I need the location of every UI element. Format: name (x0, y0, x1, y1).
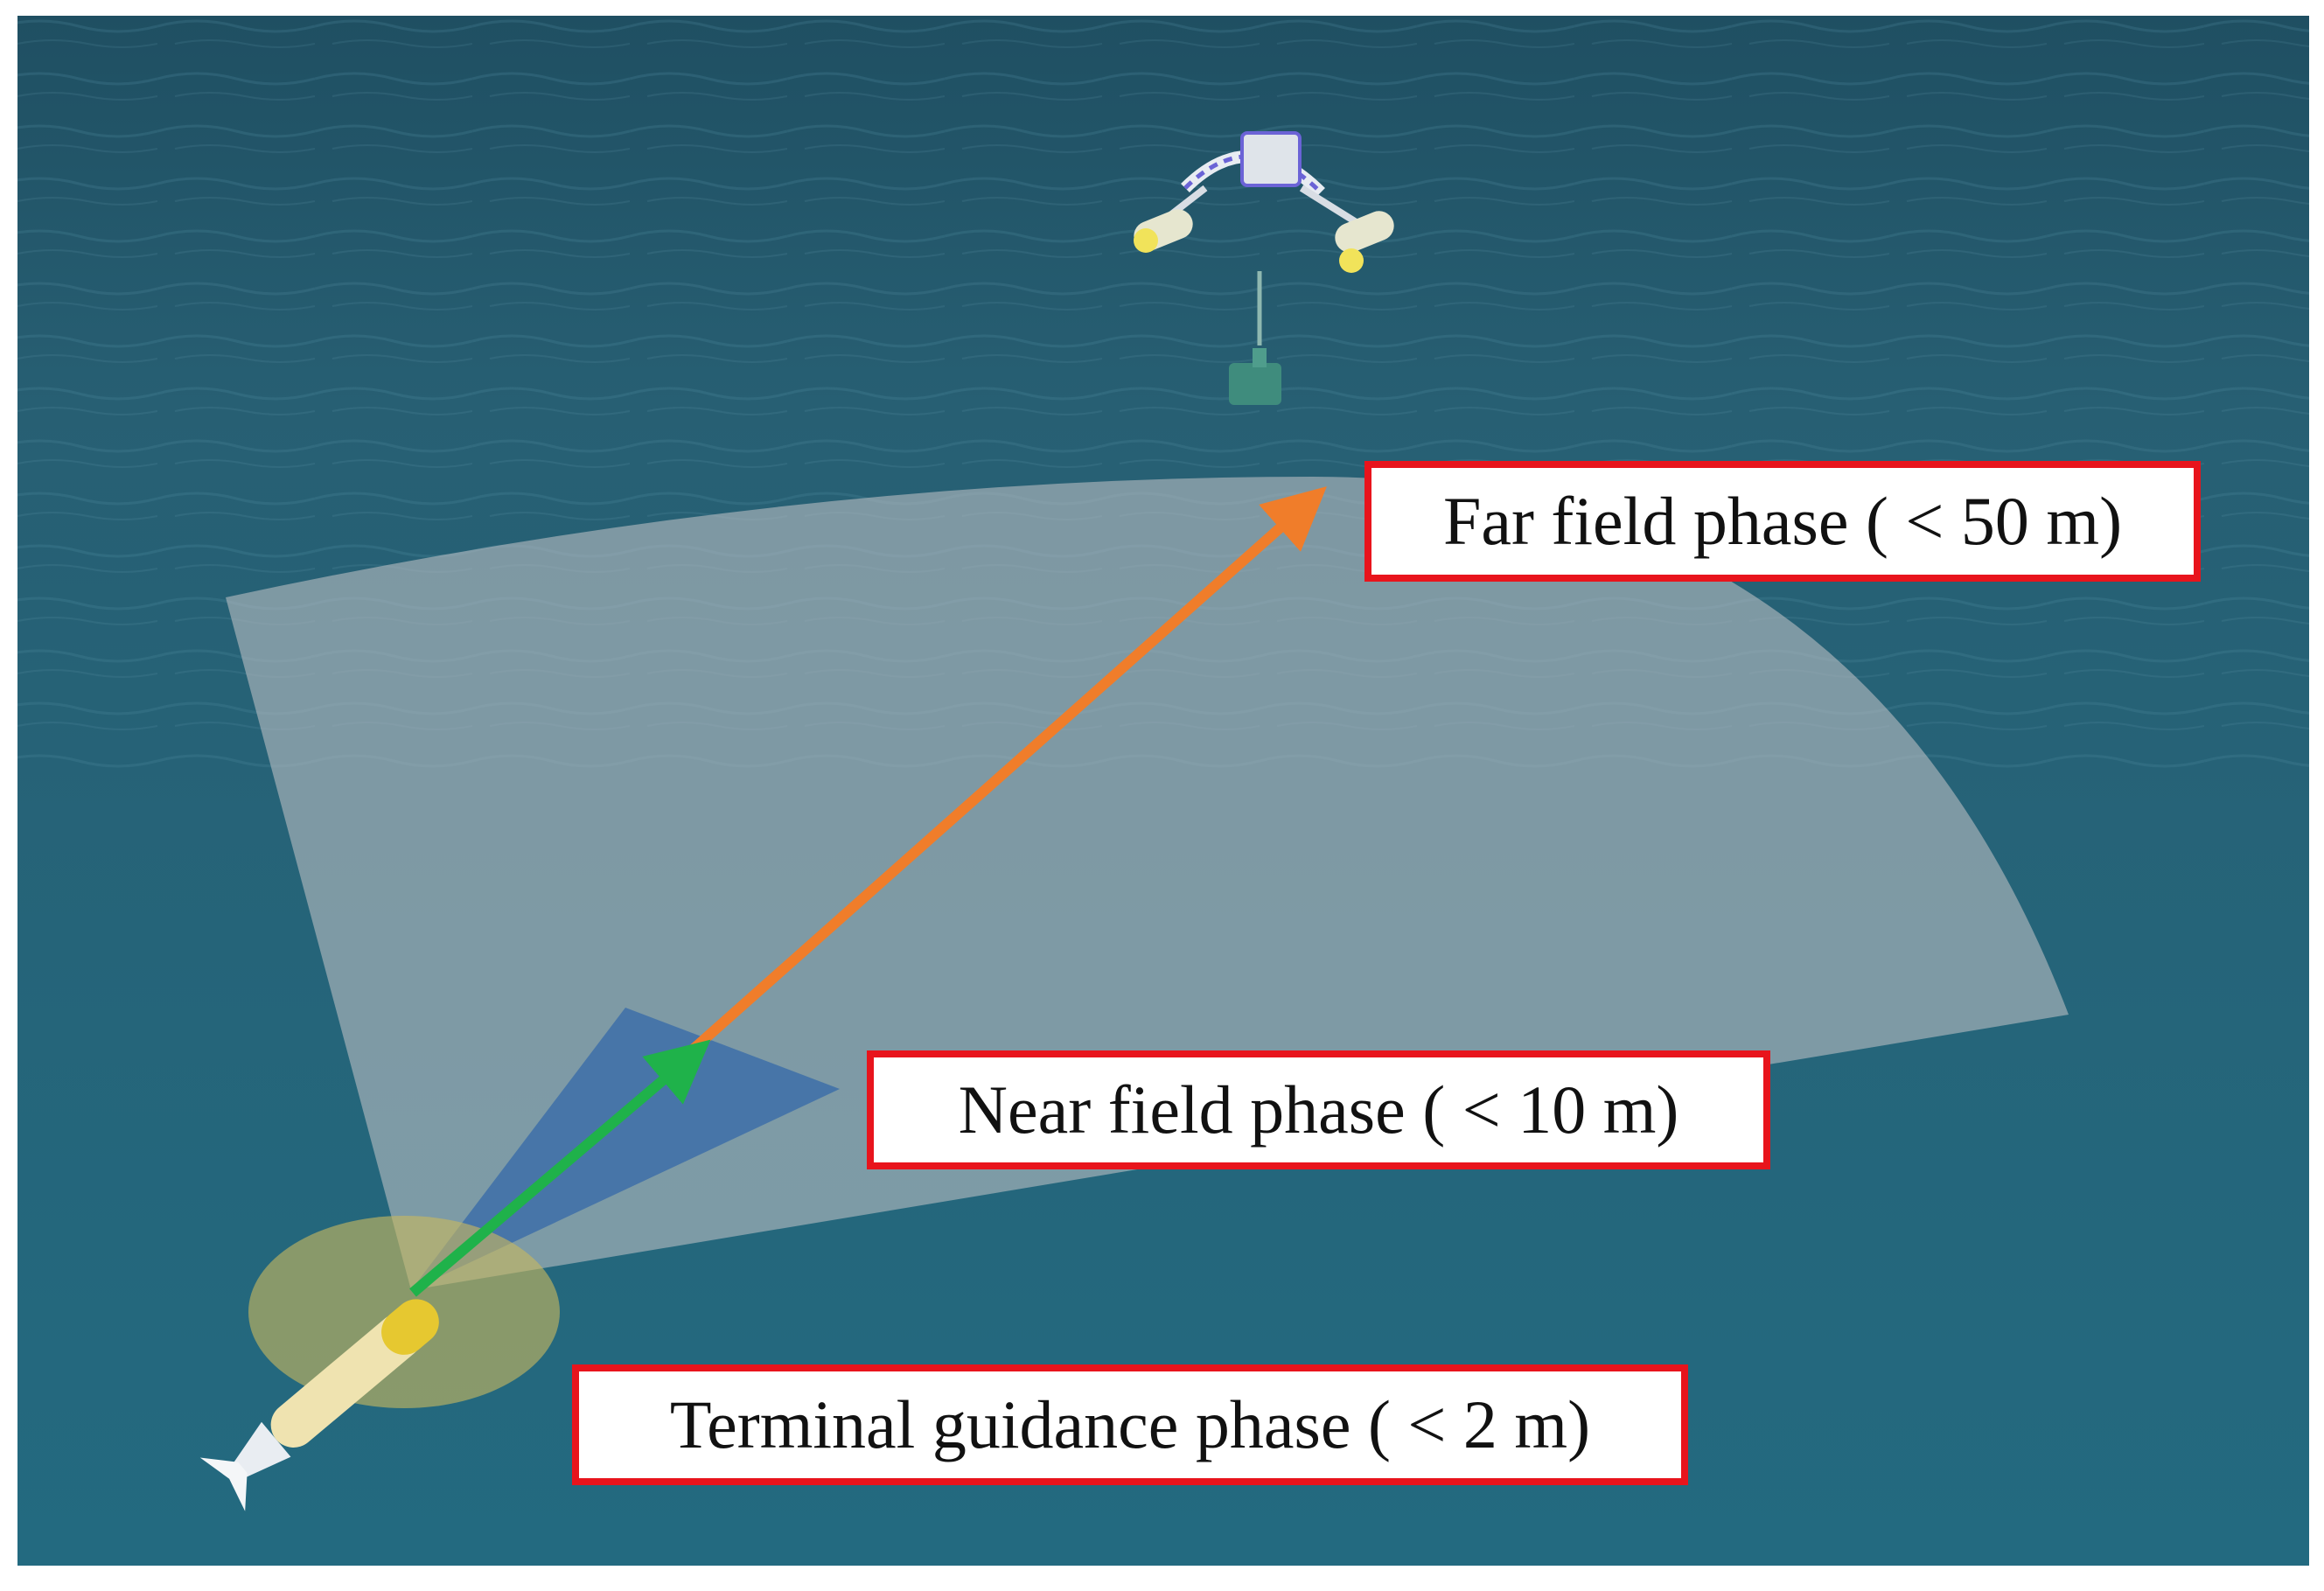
terminal-guidance-label: Terminal guidance phase ( < 2 m) (572, 1364, 1688, 1485)
near-field-region (411, 1008, 840, 1290)
near-field-label: Near field phase ( < 10 m) (867, 1050, 1770, 1169)
far-field-arrow (689, 486, 1327, 1054)
docking-station-icon (1134, 131, 1394, 405)
far-field-label: Far field phase ( < 50 m) (1364, 461, 2201, 582)
underwater-vehicle-icon (199, 1299, 439, 1511)
near-field-arrow (409, 1039, 711, 1297)
